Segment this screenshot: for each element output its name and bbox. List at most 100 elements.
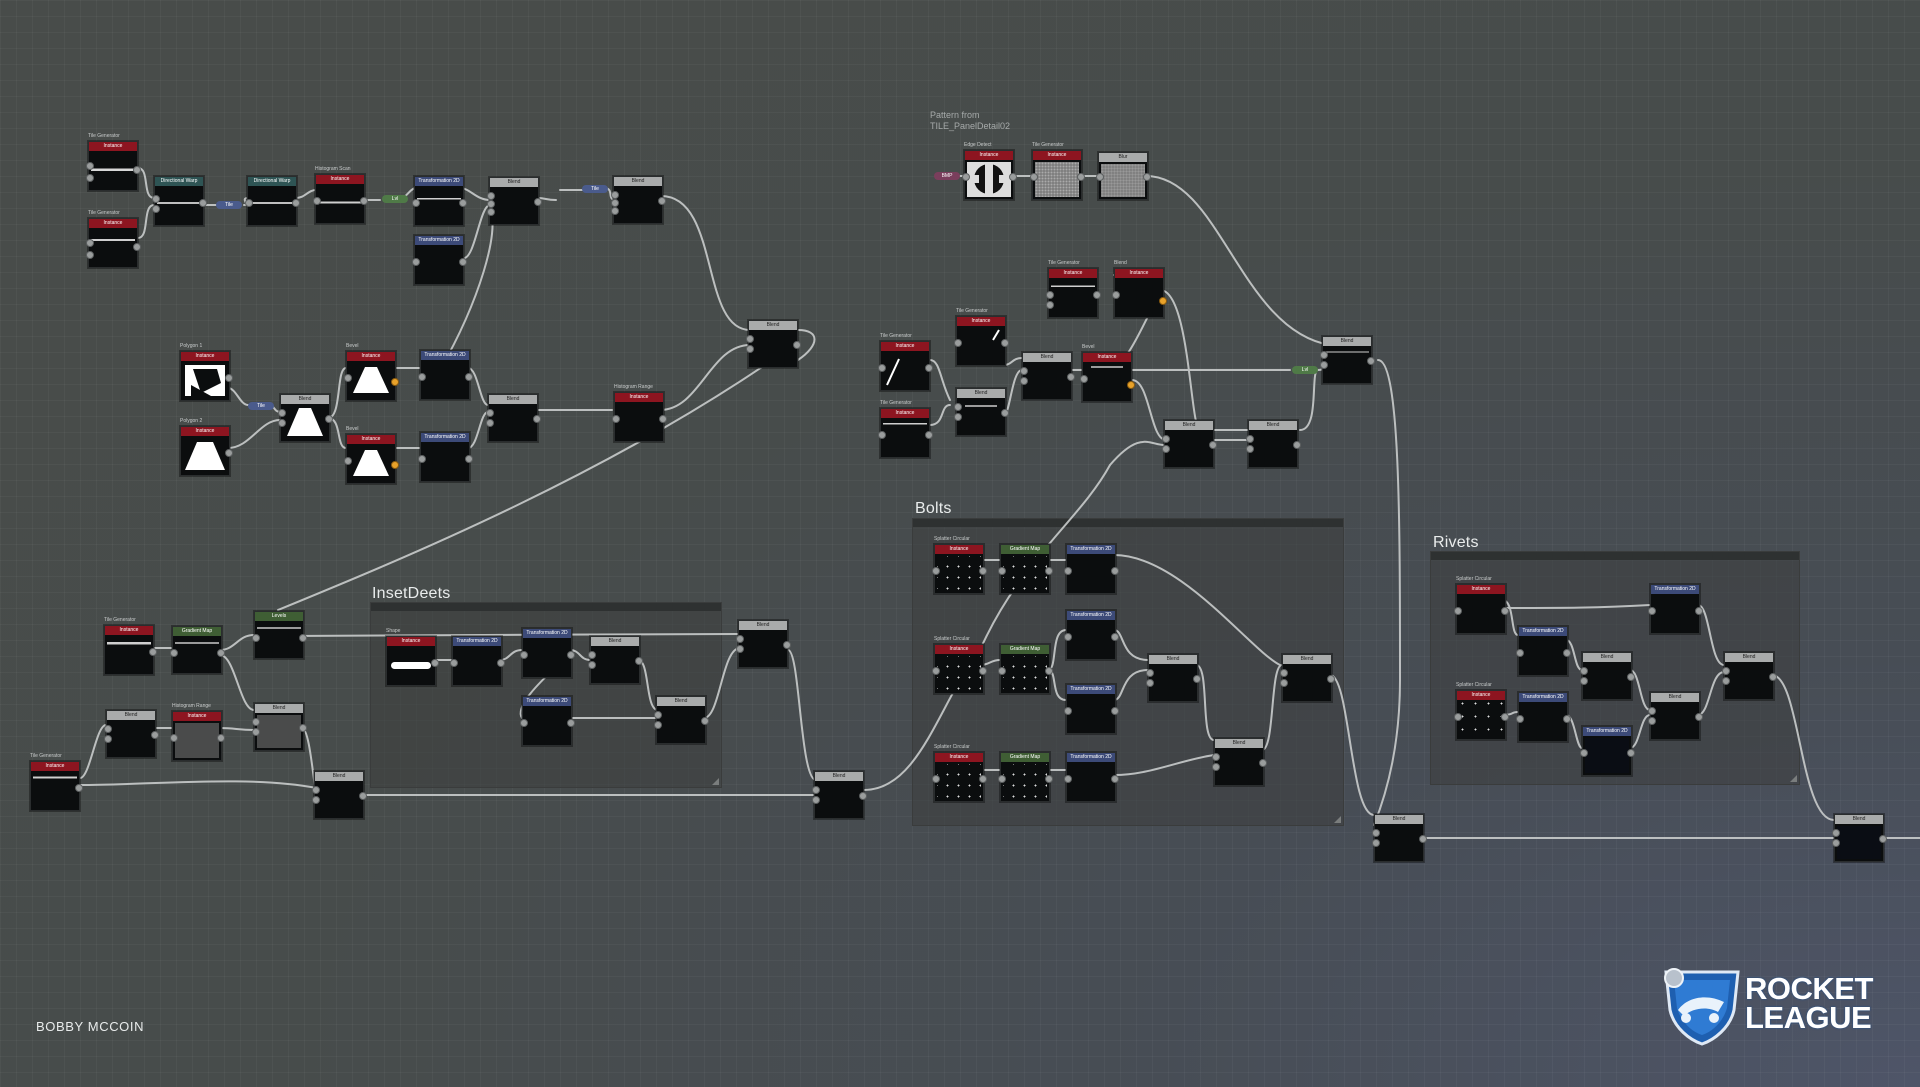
node-blend-10[interactable]: Blend <box>654 696 709 744</box>
node-caption: Tile Generator <box>880 333 912 339</box>
node-bitmap-input[interactable]: BMP <box>934 172 960 180</box>
logo-line-2: LEAGUE <box>1745 1000 1872 1035</box>
node-transformation-8[interactable]: Transformation 2D <box>1064 544 1119 594</box>
node-transformation-1[interactable]: Transformation 2D <box>412 176 467 226</box>
frame-title-insetdeets: InsetDeets <box>372 585 451 602</box>
node-gradient-map-3[interactable]: Gradient Map <box>998 644 1053 694</box>
node-blend-3[interactable]: Blend <box>278 394 333 442</box>
node-blend-17[interactable]: Blend <box>1320 336 1375 384</box>
frame-title-bolts: Bolts <box>915 500 952 517</box>
node-transformation-2[interactable]: Transformation 2D <box>412 235 467 285</box>
node-caption: Histogram Range <box>614 384 653 390</box>
node-blend-23[interactable]: Blend <box>1648 692 1703 740</box>
node-blend-13[interactable]: Blend <box>954 388 1009 436</box>
node-bevel-1[interactable]: Instance <box>344 351 399 401</box>
node-blend-4[interactable]: Blend <box>486 394 541 442</box>
node-transformation-14[interactable]: Transformation 2D <box>1516 692 1571 742</box>
node-tile-dot-1[interactable]: Tile <box>216 201 242 209</box>
node-blend-18[interactable]: Blend <box>1146 654 1201 702</box>
node-transformation-15[interactable]: Transformation 2D <box>1580 726 1635 776</box>
node-blend-19[interactable]: Blend <box>1212 738 1267 786</box>
node-transformation-5[interactable]: Transformation 2D <box>450 636 505 686</box>
node-tile-generator-9[interactable]: Instance <box>954 316 1009 366</box>
node-blend-16[interactable]: Blend <box>1246 420 1301 468</box>
node-transformation-13[interactable]: Transformation 2D <box>1648 584 1703 634</box>
node-edge-detect[interactable]: Instance <box>962 150 1017 200</box>
node-blend-20[interactable]: Blend <box>1280 654 1335 702</box>
node-caption: Tile Generator <box>956 308 988 314</box>
node-blend-5[interactable]: Blend <box>746 320 801 368</box>
node-tile-dot-3[interactable]: Tile <box>248 402 274 410</box>
node-caption: Tile Generator <box>30 753 62 759</box>
node-blend-output[interactable]: Blend <box>1832 814 1887 862</box>
node-transformation-12[interactable]: Transformation 2D <box>1516 626 1571 676</box>
node-caption: Histogram Scan <box>315 166 351 172</box>
node-levels-dot-1[interactable]: Lvl <box>382 195 408 203</box>
node-blend-1[interactable]: Blend <box>487 177 542 225</box>
node-transformation-4[interactable]: Transformation 2D <box>418 432 473 482</box>
node-transformation-10[interactable]: Transformation 2D <box>1064 684 1119 734</box>
node-caption: Splatter Circular <box>1456 682 1492 688</box>
node-blend-11[interactable]: Blend <box>736 620 791 668</box>
node-directional-warp-2[interactable]: Directional Warp <box>245 176 300 226</box>
node-bevel-3[interactable]: Instance <box>1112 268 1167 318</box>
node-tile-generator-2[interactable]: Instance <box>86 218 141 268</box>
node-caption: Bevel <box>346 343 359 349</box>
node-polygon-2[interactable]: Instance <box>180 426 233 476</box>
node-tile-generator-4[interactable]: Instance <box>30 761 83 811</box>
node-blend-8[interactable]: Blend <box>312 771 367 819</box>
node-blend-15[interactable]: Blend <box>1162 420 1217 468</box>
node-tile-generator-7[interactable]: Instance <box>878 341 933 391</box>
node-splatter-circular-1[interactable]: Instance <box>932 544 987 594</box>
node-blend-22[interactable]: Blend <box>1580 652 1635 700</box>
frame-resize-grip[interactable] <box>1334 816 1341 823</box>
node-blend-6[interactable]: Blend <box>104 710 159 758</box>
comment-note[interactable]: Pattern from TILE_PanelDetail02 <box>930 110 1010 132</box>
node-levels-1[interactable]: Levels <box>252 611 307 659</box>
comment-line-1: Pattern from <box>930 110 980 120</box>
node-transformation-7[interactable]: Transformation 2D <box>520 696 575 746</box>
node-blend-12[interactable]: Blend <box>812 771 867 819</box>
node-bevel-4[interactable]: Instance <box>1080 352 1135 402</box>
node-blur[interactable]: Blur <box>1096 152 1151 200</box>
node-tile-generator-5[interactable]: Instance <box>1030 150 1085 200</box>
rocket-league-logo: ROCKET LEAGUE <box>1660 966 1885 1046</box>
node-shape[interactable]: Instance <box>386 636 439 686</box>
node-tile-generator-1[interactable]: Instance <box>86 141 141 191</box>
node-directional-warp-1[interactable]: Directional Warp <box>152 176 207 226</box>
node-gradient-map-1[interactable]: Gradient Map <box>170 626 225 674</box>
node-histogram-range-1[interactable]: Instance <box>612 392 667 442</box>
node-blend-2[interactable]: Blend <box>611 176 666 224</box>
node-splatter-circular-5[interactable]: Instance <box>1454 690 1509 740</box>
node-gradient-map-4[interactable]: Gradient Map <box>998 752 1053 802</box>
node-bevel-2[interactable]: Instance <box>344 434 399 484</box>
node-gradient-map-2[interactable]: Gradient Map <box>998 544 1053 594</box>
node-splatter-circular-3[interactable]: Instance <box>932 752 987 802</box>
frame-resize-grip[interactable] <box>1790 775 1797 782</box>
node-tile-generator-6[interactable]: Instance <box>1046 268 1101 318</box>
node-caption: Edge Detect <box>964 142 992 148</box>
node-tile-generator-3[interactable]: Instance <box>104 625 157 675</box>
node-caption: Tile Generator <box>88 210 120 216</box>
node-polygon-1[interactable]: Instance <box>180 351 233 401</box>
node-tile-generator-8[interactable]: Instance <box>878 408 933 458</box>
node-transformation-6[interactable]: Transformation 2D <box>520 628 575 678</box>
node-transformation-11[interactable]: Transformation 2D <box>1064 752 1119 802</box>
node-blend-9[interactable]: Blend <box>588 636 643 684</box>
node-transformation-9[interactable]: Transformation 2D <box>1064 610 1119 660</box>
node-tile-dot-2[interactable]: Tile <box>582 185 608 193</box>
frame-resize-grip[interactable] <box>712 778 719 785</box>
node-histogram-scan[interactable]: Instance <box>313 174 368 224</box>
node-caption: Histogram Range <box>172 703 211 709</box>
node-levels-dot-2[interactable]: Lvl <box>1292 366 1318 374</box>
node-splatter-circular-4[interactable]: Instance <box>1454 584 1509 634</box>
node-caption: Shape <box>386 628 401 634</box>
node-splatter-circular-2[interactable]: Instance <box>932 644 987 694</box>
node-transformation-3[interactable]: Transformation 2D <box>418 350 473 400</box>
node-blend-14[interactable]: Blend <box>1020 352 1075 400</box>
node-blend-24[interactable]: Blend <box>1722 652 1777 700</box>
node-blend-7[interactable]: Blend <box>252 703 307 751</box>
node-histogram-range-2[interactable]: Instance <box>170 711 225 761</box>
comment-line-2: TILE_PanelDetail02 <box>930 121 1011 131</box>
node-blend-21[interactable]: Blend <box>1372 814 1427 862</box>
